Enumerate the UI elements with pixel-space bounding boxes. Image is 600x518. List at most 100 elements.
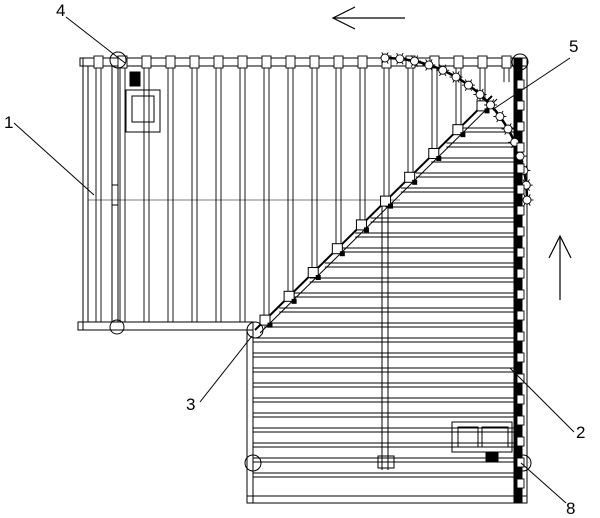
right-bearing xyxy=(516,226,525,237)
arrow-left xyxy=(331,6,405,30)
corner-bearing-4 xyxy=(109,51,127,69)
lower-roller xyxy=(446,142,514,148)
corner-bearing-3 xyxy=(246,321,264,339)
leader-2 xyxy=(509,367,575,433)
lower-rollers xyxy=(253,127,514,478)
upper-roller xyxy=(381,55,392,201)
callout-1: 1 xyxy=(4,113,13,132)
right-bearing xyxy=(516,142,525,153)
lower-roller xyxy=(370,217,514,223)
right-bearing xyxy=(516,331,525,342)
upper-roller xyxy=(357,55,368,225)
lower-roller xyxy=(294,292,514,298)
right-bearing xyxy=(516,79,525,90)
lower-roller xyxy=(253,442,514,448)
upper-roller xyxy=(501,55,512,83)
upper-roller xyxy=(213,55,224,322)
lower-roller xyxy=(253,382,514,388)
lower-bottom-rail xyxy=(246,495,528,504)
sprocket xyxy=(484,99,498,111)
upper-roller xyxy=(165,55,176,322)
sprocket xyxy=(408,55,422,67)
upper-roller xyxy=(237,55,248,322)
upper-roller xyxy=(285,55,296,296)
sprocket xyxy=(520,194,534,206)
upper-rollers xyxy=(93,55,512,322)
right-bearing xyxy=(516,247,525,258)
upper-bottom-rail xyxy=(77,321,254,331)
corner-bearing-lower-left xyxy=(244,454,262,472)
lower-roller xyxy=(431,157,514,163)
corner-bearing-1 xyxy=(109,319,125,335)
lower-roller xyxy=(253,472,514,478)
sprocket xyxy=(493,110,507,123)
leader-3 xyxy=(199,335,253,403)
upper-roller xyxy=(117,55,128,322)
diagonal-bracket xyxy=(404,171,418,185)
right-bearing xyxy=(516,184,525,195)
lower-roller xyxy=(264,322,514,328)
right-bearing xyxy=(516,310,525,321)
sprocket xyxy=(378,52,392,64)
motor-unit xyxy=(451,421,513,453)
right-bearing xyxy=(516,415,525,426)
lower-roller xyxy=(355,232,514,238)
lower-roller xyxy=(340,247,514,253)
upper-roller xyxy=(309,55,320,272)
diagonal-transfer-beam xyxy=(254,95,498,334)
diagonal-bracket xyxy=(283,290,297,304)
sprocket xyxy=(461,79,475,91)
right-bearing xyxy=(516,478,525,489)
right-bearing xyxy=(516,289,525,300)
leader-8 xyxy=(520,462,567,504)
sprocket xyxy=(422,59,436,71)
lower-roller xyxy=(253,457,514,463)
lower-roller xyxy=(416,172,514,178)
lower-roller xyxy=(253,367,514,373)
drive-block-top xyxy=(129,71,141,87)
upper-roller xyxy=(141,55,152,322)
diagonal-bracket xyxy=(355,219,369,233)
lower-roller xyxy=(253,427,514,433)
leader-4 xyxy=(65,16,126,64)
diagonal-bracket xyxy=(259,314,273,328)
sprocket xyxy=(449,71,463,83)
right-bearing xyxy=(516,205,525,216)
right-bearing xyxy=(516,394,525,405)
right-bearing xyxy=(516,268,525,279)
lower-roller xyxy=(253,412,514,418)
upper-roller xyxy=(261,55,272,320)
corner-bearing-8 xyxy=(514,454,532,472)
lower-roller xyxy=(279,307,514,313)
upper-roller xyxy=(453,55,464,130)
upper-roller xyxy=(333,55,344,249)
right-bearing xyxy=(516,457,525,468)
leader-1 xyxy=(13,122,95,196)
right-bearing xyxy=(516,436,525,447)
lower-roller xyxy=(253,352,514,358)
right-bearing xyxy=(516,163,525,174)
diagonal-bracket xyxy=(307,267,321,281)
leader-5 xyxy=(494,57,571,109)
diagonal-bracket xyxy=(380,195,394,209)
callout-4: 4 xyxy=(56,1,65,20)
sprocket xyxy=(473,88,487,101)
callout-5: 5 xyxy=(569,37,578,56)
right-bearing xyxy=(516,100,525,111)
sprocket xyxy=(436,64,450,77)
upper-roller xyxy=(405,55,416,177)
callout-2: 2 xyxy=(576,423,585,442)
diagonal-bracket xyxy=(331,243,345,257)
right-bearing xyxy=(516,121,525,132)
lower-roller xyxy=(385,202,514,208)
right-bearing xyxy=(516,352,525,363)
diagonal-bracket xyxy=(452,124,466,138)
upper-roller xyxy=(93,55,104,322)
sprocket xyxy=(501,123,515,135)
lower-roller xyxy=(400,187,514,193)
lower-roller xyxy=(253,337,514,343)
callout-3: 3 xyxy=(186,395,195,414)
callout-8: 8 xyxy=(566,499,575,518)
corner-bearing-5 xyxy=(511,53,529,71)
